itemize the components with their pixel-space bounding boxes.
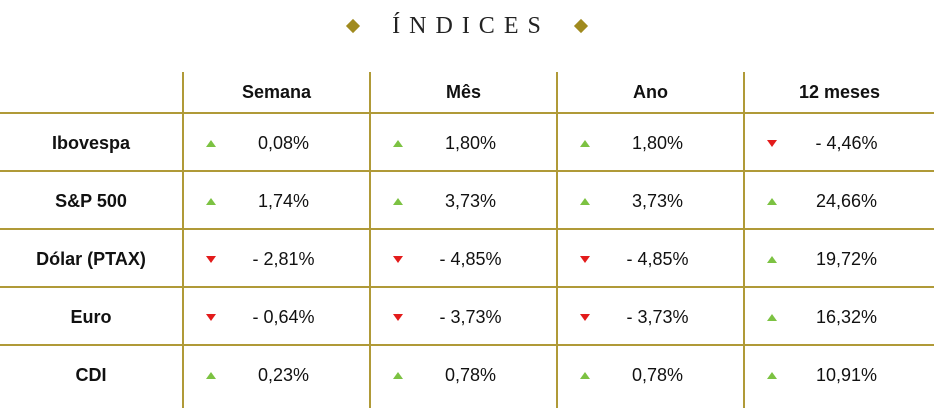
row-label: Dólar (PTAX) <box>36 248 146 269</box>
cell-value: - 4,46% <box>815 132 878 153</box>
arrow-up-icon <box>580 140 590 147</box>
column-divider <box>182 72 184 408</box>
cell-value: 1,80% <box>631 132 684 153</box>
arrow-down-icon <box>393 256 403 263</box>
row-divider <box>0 112 934 114</box>
table-row: S&P 500 1,74% 3,73% 3,73% 24,66% <box>0 172 934 230</box>
table-cell: 19,72% <box>745 230 934 288</box>
table-cell: - 0,64% <box>184 288 369 346</box>
row-divider <box>0 228 934 230</box>
cell-value: 0,23% <box>257 364 310 385</box>
arrow-down-icon <box>580 314 590 321</box>
table-cell: 3,73% <box>371 172 556 230</box>
arrow-up-icon <box>393 198 403 205</box>
arrow-up-icon <box>580 372 590 379</box>
column-header-mes: Mês <box>445 81 481 102</box>
row-label: S&P 500 <box>55 190 127 211</box>
page-title: ÍNDICES <box>392 12 550 39</box>
column-header-ano: Ano <box>633 81 668 102</box>
table-cell: 24,66% <box>745 172 934 230</box>
table-row: Euro - 0,64% - 3,73% - 3,73% 16,32% <box>0 288 934 346</box>
row-label: Ibovespa <box>51 132 131 153</box>
cell-value: - 2,81% <box>252 248 315 269</box>
cell-value: 0,78% <box>444 364 497 385</box>
cell-value: - 3,73% <box>439 306 502 327</box>
cell-value: 3,73% <box>444 190 497 211</box>
indices-table: Semana Mês Ano 12 meses Ibovespa 0,08% 1,8… <box>0 72 934 408</box>
arrow-up-icon <box>393 372 403 379</box>
table-cell: - 4,85% <box>558 230 743 288</box>
arrow-up-icon <box>206 372 216 379</box>
table-cell: 0,08% <box>184 114 369 172</box>
table-row: Dólar (PTAX) - 2,81% - 4,85% - 4,85% 19,72% <box>0 230 934 288</box>
table-cell: 0,78% <box>558 346 743 404</box>
arrow-down-icon <box>393 314 403 321</box>
table-cell: - 4,46% <box>745 114 934 172</box>
row-label: CDI <box>75 364 107 385</box>
row-divider <box>0 344 934 346</box>
column-divider <box>369 72 371 408</box>
arrow-up-icon <box>767 314 777 321</box>
table-cell: 0,78% <box>371 346 556 404</box>
cell-value: 3,73% <box>631 190 684 211</box>
cell-value: 16,32% <box>815 306 878 327</box>
table-cell: - 3,73% <box>371 288 556 346</box>
table-cell: 0,23% <box>184 346 369 404</box>
cell-value: - 4,85% <box>439 248 502 269</box>
arrow-down-icon <box>206 256 216 263</box>
table-cell: - 4,85% <box>371 230 556 288</box>
cell-value: 10,91% <box>815 364 878 385</box>
table-cell: - 3,73% <box>558 288 743 346</box>
cell-value: 1,80% <box>444 132 497 153</box>
arrow-down-icon <box>206 314 216 321</box>
column-header-semana: Semana <box>241 81 312 102</box>
table-cell: - 2,81% <box>184 230 369 288</box>
table-cell: 1,80% <box>371 114 556 172</box>
arrow-up-icon <box>767 372 777 379</box>
table-cell: 16,32% <box>745 288 934 346</box>
table-cell: 1,74% <box>184 172 369 230</box>
cell-value: 19,72% <box>815 248 878 269</box>
arrow-up-icon <box>393 140 403 147</box>
column-header-12-meses: 12 meses <box>798 81 881 102</box>
table-cell: 1,80% <box>558 114 743 172</box>
title-row: ÍNDICES <box>0 8 934 44</box>
arrow-up-icon <box>580 198 590 205</box>
cell-value: - 0,64% <box>252 306 315 327</box>
arrow-down-icon <box>767 140 777 147</box>
cell-value: 0,78% <box>631 364 684 385</box>
cell-value: 1,74% <box>257 190 310 211</box>
row-label: Euro <box>70 306 112 327</box>
arrow-up-icon <box>206 198 216 205</box>
arrow-up-icon <box>767 256 777 263</box>
table-row: CDI 0,23% 0,78% 0,78% 10,91% <box>0 346 934 404</box>
arrow-down-icon <box>580 256 590 263</box>
row-divider <box>0 170 934 172</box>
right-diamond-icon <box>573 18 588 34</box>
left-diamond-icon <box>346 18 361 34</box>
column-divider <box>743 72 745 408</box>
table-row: Ibovespa 0,08% 1,80% 1,80% - 4,46% <box>0 114 934 172</box>
table-cell: 3,73% <box>558 172 743 230</box>
cell-value: 24,66% <box>815 190 878 211</box>
cell-value: 0,08% <box>257 132 310 153</box>
table-cell: 10,91% <box>745 346 934 404</box>
arrow-up-icon <box>206 140 216 147</box>
cell-value: - 3,73% <box>626 306 689 327</box>
row-divider <box>0 286 934 288</box>
column-divider <box>556 72 558 408</box>
arrow-up-icon <box>767 198 777 205</box>
cell-value: - 4,85% <box>626 248 689 269</box>
